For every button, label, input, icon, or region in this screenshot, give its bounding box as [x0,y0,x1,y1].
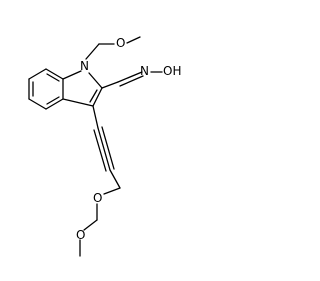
bond [45,68,64,80]
double-bond-inner [89,89,98,103]
mom-ether-tail [79,203,98,257]
bond [126,36,141,44]
bond [92,87,103,107]
triple-bond [97,127,111,171]
oxime-hydroxyl-label: OH [163,64,181,78]
bond [45,98,64,110]
benzene-ring [28,68,64,110]
bond [103,187,121,195]
double-bond [119,75,144,87]
triple-bond [101,126,115,170]
bond [83,219,98,231]
alkyne-chain [92,105,121,195]
bond [109,169,121,189]
double-bond-inner [46,73,60,82]
n-methoxymethyl-group [85,36,141,60]
double-bond-inner [46,96,60,105]
bond [101,81,119,89]
bond [28,68,47,80]
triple-bond [93,129,107,172]
terminal-methoxy-oxygen-label: O [76,228,85,242]
bond [62,98,94,107]
bond [92,105,99,129]
double-bond [117,71,143,83]
chemical-structure-canvas: N O N OH O O [28,36,181,257]
bond [88,72,103,89]
oxime-group [101,71,163,89]
bond [62,70,82,80]
n-methoxymethyl-oxygen-label: O [116,36,125,50]
pyrrole-ring [62,70,103,107]
molecule-drawing: N O N OH O O [28,36,181,257]
bond [85,43,100,60]
propargyl-ether-oxygen-label: O [93,191,102,205]
bond [28,98,47,110]
indole-nitrogen-label: N [80,59,89,73]
oxime-nitrogen-label: N [140,64,149,78]
